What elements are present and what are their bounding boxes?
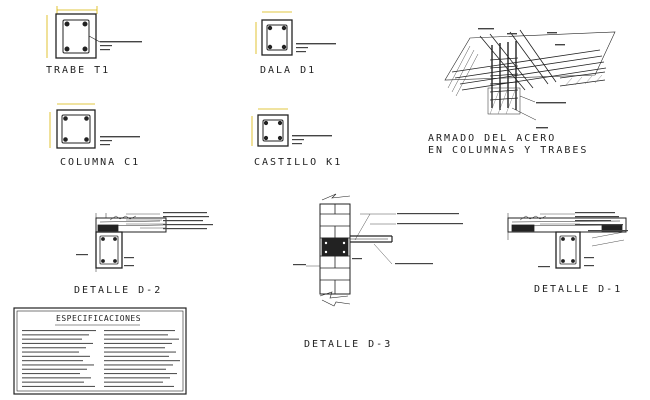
castillo-k1-notes	[292, 135, 332, 145]
castillo-k1-section	[251, 108, 289, 147]
detalle-d1-label: DETALLE D-1	[534, 284, 623, 295]
armado-title-line1: ARMADO DEL ACERO	[428, 133, 557, 144]
spec-line	[104, 377, 170, 379]
spec-line	[22, 373, 80, 375]
detalle-d1-drawing	[507, 213, 627, 269]
armado-title-line2: EN COLUMNAS Y TRABES	[428, 145, 589, 156]
spec-line	[104, 330, 175, 332]
detalle-d2-notes	[76, 212, 213, 267]
detalle-d1-notes	[538, 212, 628, 268]
spec-line	[104, 347, 165, 349]
columna-c1-label: COLUMNA C1	[60, 157, 141, 168]
castillo-k1-label: CASTILLO K1	[254, 157, 343, 168]
especificaciones-box	[13, 307, 187, 395]
dala-d1-notes	[296, 43, 336, 53]
trabe-t1-section	[46, 6, 101, 59]
trabe-t1-label: TRABE T1	[46, 65, 111, 76]
spec-line	[104, 360, 180, 362]
spec-line	[22, 381, 84, 383]
especificaciones-text-block	[22, 330, 180, 387]
spec-line	[22, 330, 96, 332]
spec-line	[104, 385, 174, 387]
armado-acero-isometric	[444, 29, 616, 121]
spec-line	[104, 368, 166, 370]
spec-line	[104, 342, 172, 344]
detalle-d3-label: DETALLE D-3	[304, 339, 393, 350]
spec-line	[22, 334, 89, 336]
spec-line	[22, 338, 82, 340]
spec-line	[104, 334, 168, 336]
spec-line	[22, 342, 93, 344]
columna-c1-section	[49, 103, 96, 149]
columna-c1-notes	[100, 136, 140, 146]
spec-line	[104, 381, 163, 383]
spec-line	[22, 385, 95, 387]
armado-notes	[478, 28, 566, 129]
trabe-t1-notes	[100, 41, 142, 51]
dala-d1-label: DALA D1	[260, 65, 317, 76]
spec-line	[104, 351, 176, 353]
spec-line	[104, 338, 179, 340]
spec-line	[22, 360, 83, 362]
spec-line	[22, 377, 91, 379]
dala-d1-section	[255, 11, 293, 56]
detalle-d2-label: DETALLE D-2	[74, 285, 163, 296]
detalle-d2-drawing	[95, 213, 167, 272]
spec-line	[22, 355, 90, 357]
especificaciones-title: ESPECIFICACIONES	[56, 314, 142, 323]
detalle-d3-notes	[293, 213, 463, 266]
spec-line	[22, 368, 87, 370]
spec-line	[104, 355, 169, 357]
spec-line	[22, 347, 86, 349]
detalle-d3-drawing	[306, 193, 396, 307]
spec-line	[104, 364, 173, 366]
spec-line	[22, 351, 79, 353]
spec-line	[104, 373, 177, 375]
spec-line	[22, 364, 94, 366]
